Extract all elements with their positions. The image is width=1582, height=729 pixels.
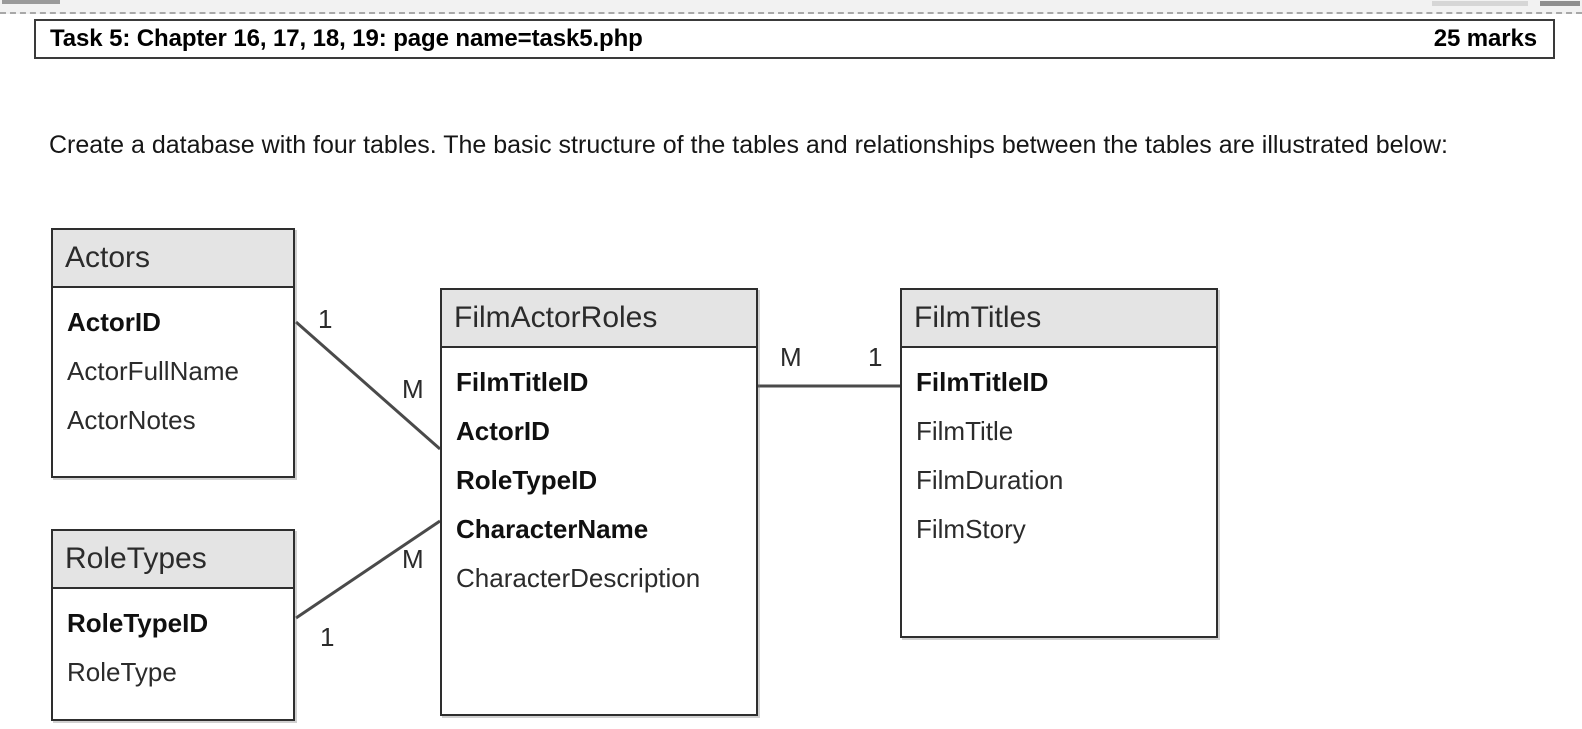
field-filmactorroles-roletypeid: RoleTypeID [456, 465, 598, 495]
field-filmactorroles-actorid: ActorID [456, 416, 550, 446]
entity-filmtitles-title: FilmTitles [902, 290, 1216, 348]
scroll-stub-right[interactable] [1432, 1, 1528, 6]
cardinality-roletypes-many: M [402, 544, 424, 574]
entity-roletypes-title: RoleTypes [53, 531, 293, 589]
cardinality-actors-one: 1 [318, 304, 333, 334]
task-header-banner: Task 5: Chapter 16, 17, 18, 19: page nam… [34, 19, 1555, 59]
field-filmactorroles-characterdescription: CharacterDescription [456, 563, 701, 593]
field-filmactorroles-charactername: CharacterName [456, 514, 649, 544]
cardinality-actors-many: M [402, 374, 424, 404]
field-roletypes-roletypeid: RoleTypeID [67, 608, 209, 638]
field-filmactorroles-filmtitleid: FilmTitleID [456, 367, 589, 397]
field-filmtitles-filmstory: FilmStory [916, 514, 1026, 544]
document-chrome-strip [0, 0, 1582, 14]
field-filmtitles-filmtitle: FilmTitle [916, 416, 1014, 446]
field-filmtitles-filmduration: FilmDuration [916, 465, 1064, 495]
task-title: Task 5: Chapter 16, 17, 18, 19: page nam… [50, 25, 643, 52]
scroll-stub-left[interactable] [2, 0, 60, 4]
intro-paragraph: Create a database with four tables. The … [49, 131, 1448, 159]
field-actors-actorid: ActorID [67, 307, 161, 337]
scroll-stub-right-secondary[interactable] [1540, 1, 1580, 6]
entity-filmtitles[interactable]: FilmTitles FilmTitleID FilmTitle FilmDur… [900, 288, 1218, 638]
cardinality-filmtitles-one: 1 [868, 342, 883, 372]
entity-actors-fields: ActorID ActorFullName ActorNotes [53, 288, 293, 453]
entity-roletypes-fields: RoleTypeID RoleType [53, 589, 293, 705]
field-actors-actorfullname: ActorFullName [67, 356, 239, 386]
entity-filmtitles-fields: FilmTitleID FilmTitle FilmDuration FilmS… [902, 348, 1216, 562]
cardinality-roletypes-one: 1 [320, 622, 335, 652]
page-break-divider [0, 12, 1582, 14]
cardinality-filmactorroles-many: M [780, 342, 802, 372]
field-filmtitles-filmtitleid: FilmTitleID [916, 367, 1049, 397]
field-roletypes-roletype: RoleType [67, 657, 177, 687]
entity-actors[interactable]: Actors ActorID ActorFullName ActorNotes [51, 228, 295, 478]
field-actors-actornotes: ActorNotes [67, 405, 196, 435]
entity-filmactorroles-title: FilmActorRoles [442, 290, 756, 348]
entity-roletypes[interactable]: RoleTypes RoleTypeID RoleType [51, 529, 295, 721]
task-marks: 25 marks [1433, 25, 1537, 52]
entity-filmactorroles-fields: FilmTitleID ActorID RoleTypeID Character… [442, 348, 756, 611]
entity-filmactorroles[interactable]: FilmActorRoles FilmTitleID ActorID RoleT… [440, 288, 758, 716]
entity-actors-title: Actors [53, 230, 293, 288]
